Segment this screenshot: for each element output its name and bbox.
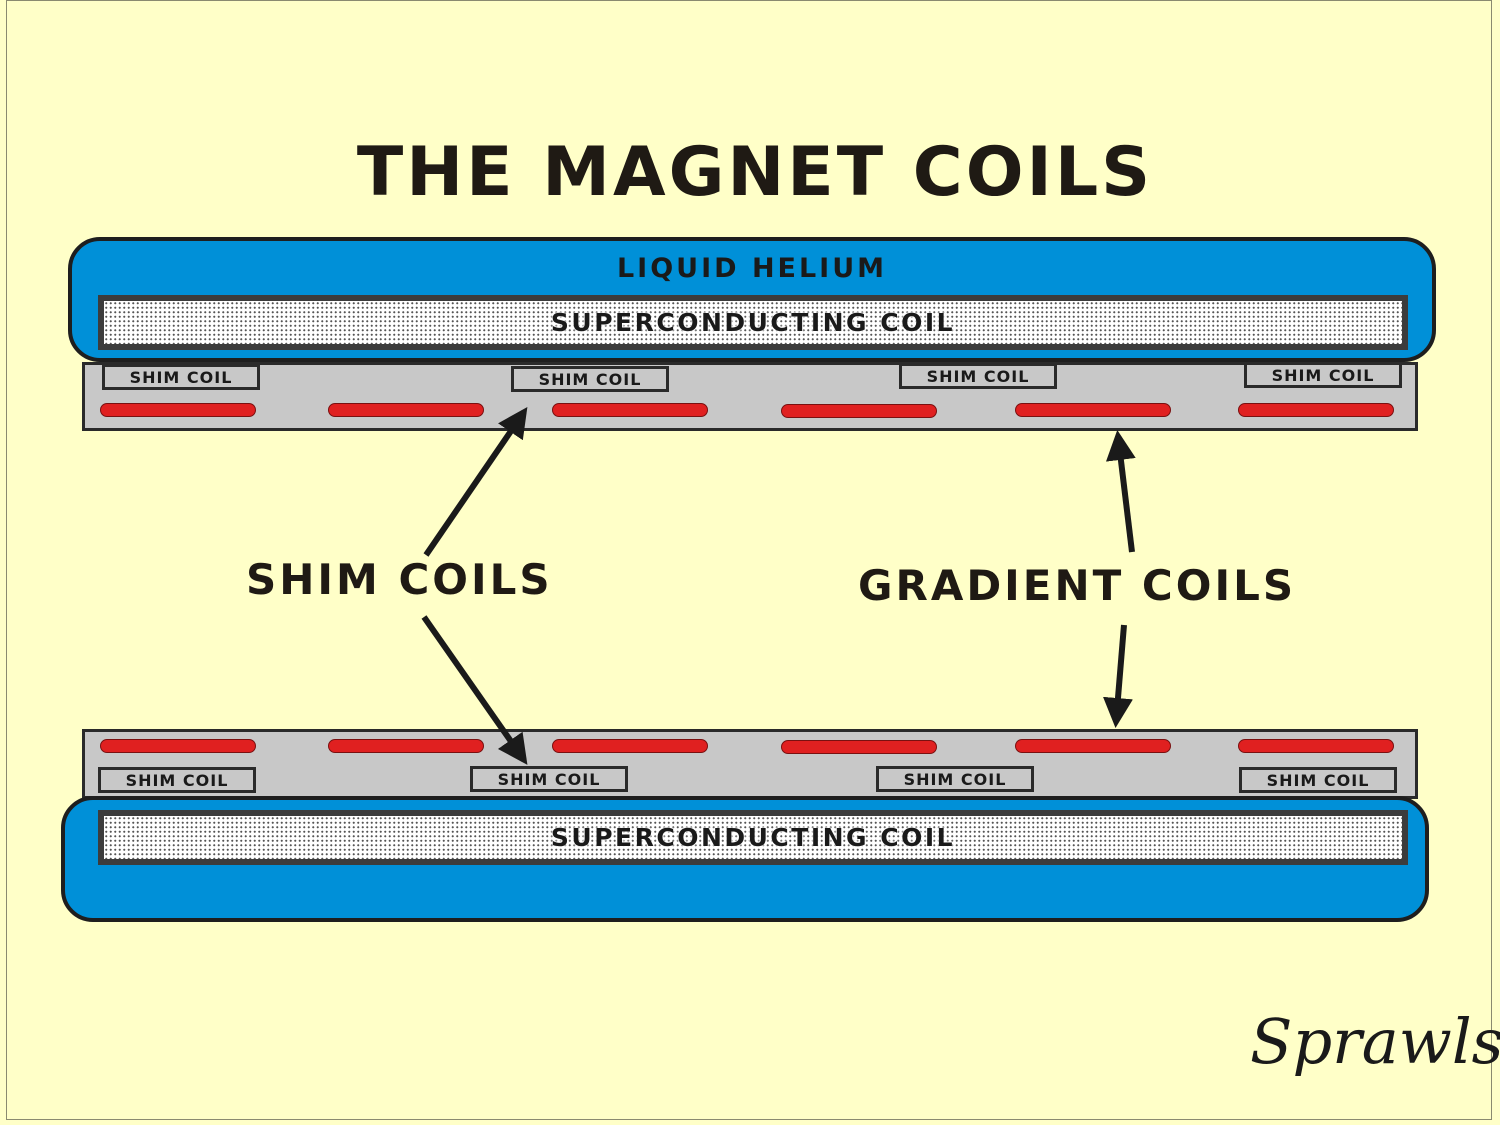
superconducting-coil-top: SUPERCONDUCTING COIL bbox=[98, 295, 1408, 350]
shim-gradient-band-top bbox=[82, 362, 1418, 431]
superconducting-coil-label: SUPERCONDUCTING COIL bbox=[550, 823, 956, 852]
gradient-arrow-up bbox=[1105, 430, 1136, 553]
shim-coil-box: SHIM COIL bbox=[102, 364, 260, 390]
diagram-title: THE MAGNET COILS bbox=[356, 133, 1154, 212]
gradient-coil bbox=[1015, 403, 1171, 417]
gradient-coils-label: GRADIENT COILS bbox=[858, 561, 1297, 610]
shim-coil-box: SHIM COIL bbox=[876, 766, 1034, 792]
gradient-coil bbox=[781, 404, 937, 418]
slide-frame bbox=[6, 0, 1492, 1120]
liquid-helium-label: LIQUID HELIUM bbox=[616, 253, 888, 284]
shim-coil-box: SHIM COIL bbox=[1239, 767, 1397, 793]
shim-coil-box: SHIM COIL bbox=[1244, 362, 1402, 388]
shim-coil-box: SHIM COIL bbox=[511, 366, 669, 392]
gradient-arrow-down bbox=[1103, 624, 1133, 728]
shim-coil-box: SHIM COIL bbox=[98, 767, 256, 793]
gradient-coil bbox=[781, 740, 937, 754]
gradient-coil bbox=[552, 403, 708, 417]
shim-coil-box: SHIM COIL bbox=[470, 766, 628, 792]
superconducting-coil-label: SUPERCONDUCTING COIL bbox=[550, 308, 956, 337]
shim-coil-box: SHIM COIL bbox=[899, 363, 1057, 389]
signature: Sprawls bbox=[1250, 1005, 1500, 1078]
shim-coils-label: SHIM COILS bbox=[246, 555, 553, 604]
gradient-coil bbox=[1015, 739, 1171, 753]
gradient-coil bbox=[1238, 739, 1394, 753]
gradient-coil bbox=[328, 739, 484, 753]
gradient-coil bbox=[100, 403, 256, 417]
gradient-coil bbox=[100, 739, 256, 753]
gradient-coil bbox=[552, 739, 708, 753]
superconducting-coil-bottom: SUPERCONDUCTING COIL bbox=[98, 810, 1408, 865]
shim-arrow-down bbox=[421, 615, 528, 765]
gradient-coil bbox=[1238, 403, 1394, 417]
shim-arrow-up bbox=[423, 407, 528, 557]
gradient-coil bbox=[328, 403, 484, 417]
